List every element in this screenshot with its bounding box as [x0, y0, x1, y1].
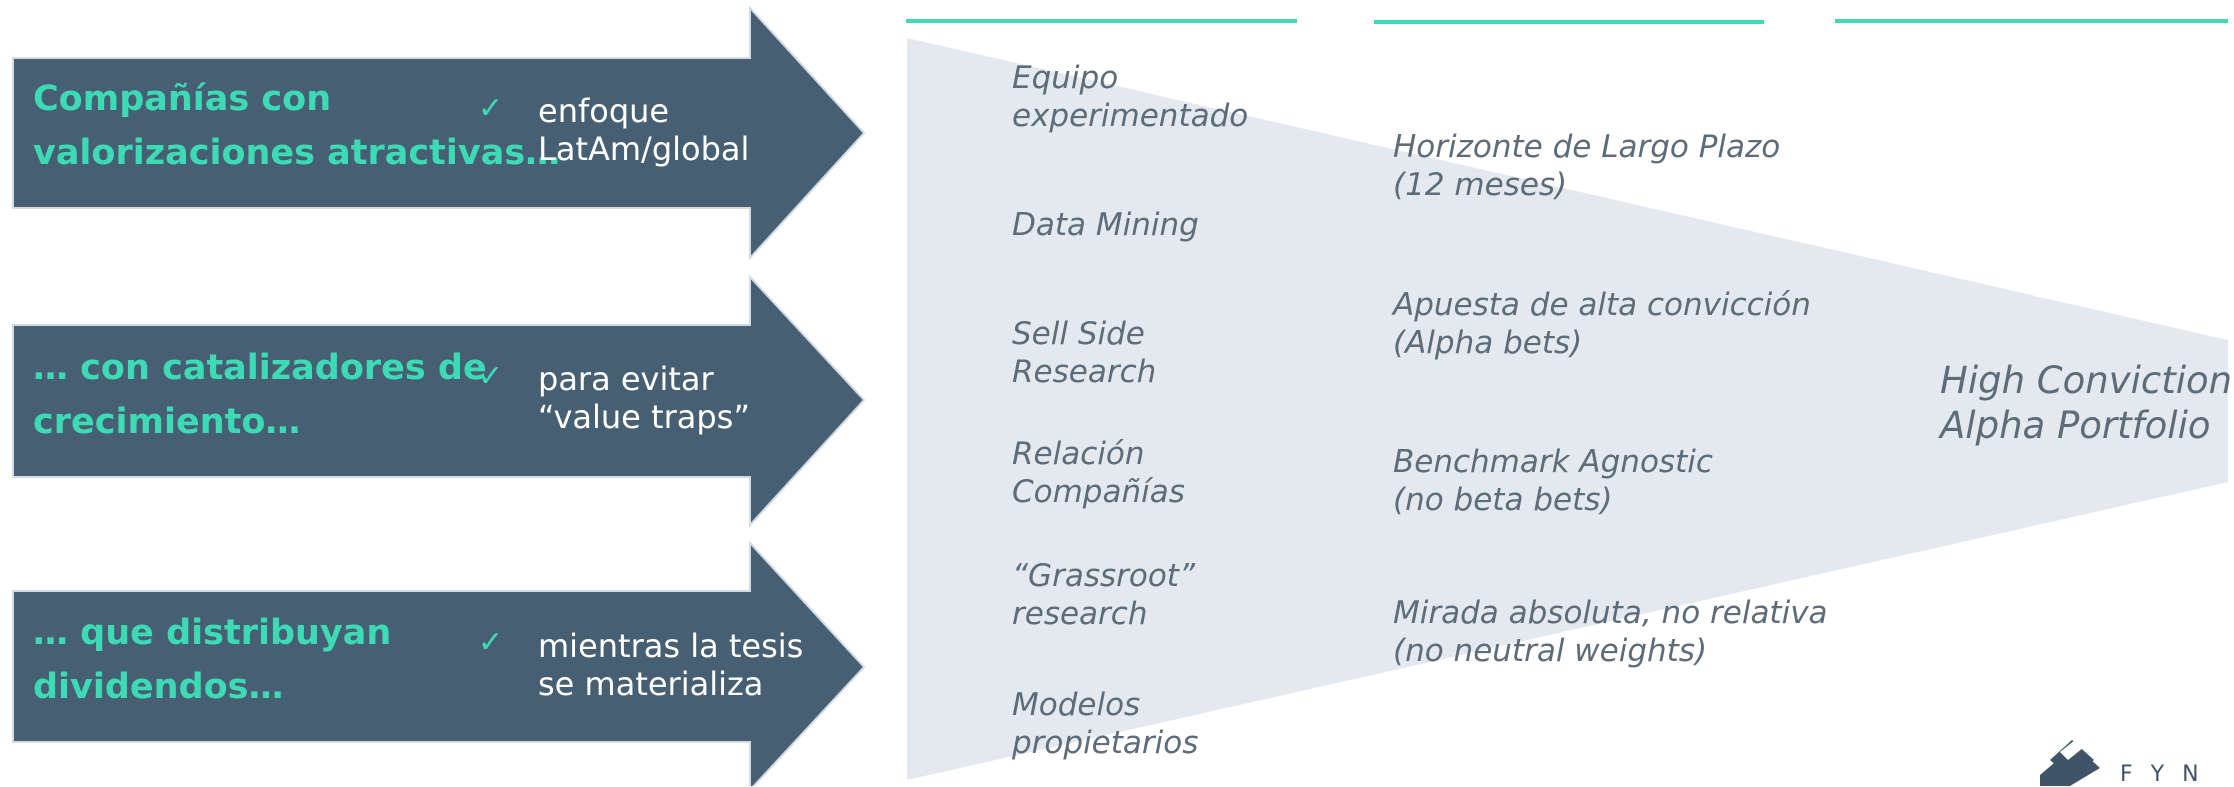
arrow-2-desc: para evitar “value traps” — [538, 360, 750, 436]
source-item: “Grassroot” research — [1012, 557, 1195, 633]
logo-text: FYN — [2120, 762, 2217, 787]
source-item-line: “Grassroot” — [1012, 558, 1196, 594]
source-item: Sell Side Research — [1012, 315, 1156, 391]
source-item: Relación Compañías — [1012, 435, 1185, 511]
principle-item-line: (Alpha bets) — [1393, 325, 1583, 361]
arrow-1-desc-line-1: enfoque — [538, 92, 670, 130]
source-item-line: Data Mining — [1012, 207, 1199, 243]
fyn-logo-icon — [2040, 736, 2100, 786]
funnel-shape — [907, 38, 2228, 780]
result-label-line-2: Alpha Portfolio — [1940, 404, 2211, 447]
arrow-3-check-icon: ✓ — [478, 625, 504, 660]
principle-item: Horizonte de Largo Plazo (12 meses) — [1393, 128, 1780, 204]
principle-item: Benchmark Agnostic (no beta bets) — [1393, 443, 1713, 519]
arrow-3-desc-line-2: se materializa — [538, 665, 764, 703]
arrow-2-desc-line-1: para evitar — [538, 360, 714, 398]
arrow-3-title: … que distribuyan dividendos… — [33, 606, 391, 714]
result-label-line-1: High Conviction — [1940, 359, 2233, 402]
source-item-line: Compañías — [1012, 474, 1185, 510]
arrow-shape-2 — [12, 274, 866, 528]
principle-item: Mirada absoluta, no relativa (no neutral… — [1393, 594, 1828, 670]
arrow-1-title-line-2: valorizaciones atractivas… — [33, 133, 561, 173]
source-item-line: Research — [1012, 354, 1157, 390]
source-item-line: Sell Side — [1012, 316, 1145, 352]
arrow-shape-1 — [12, 5, 866, 261]
result-label: High Conviction Alpha Portfolio — [1940, 358, 2232, 448]
principle-item-line: Mirada absoluta, no relativa — [1393, 595, 1828, 631]
arrow-2-desc-line-2: “value traps” — [538, 398, 750, 436]
arrow-1-title: Compañías con valorizaciones atractivas… — [33, 72, 560, 180]
arrow-3-desc-line-1: mientras la tesis — [538, 627, 804, 665]
source-item-line: research — [1012, 596, 1148, 632]
source-item-line: Equipo — [1012, 60, 1119, 96]
principle-item-line: Benchmark Agnostic — [1393, 444, 1713, 480]
principle-item-line: Horizonte de Largo Plazo — [1393, 129, 1781, 165]
arrow-1-title-line-1: Compañías con — [33, 79, 332, 119]
source-item-line: propietarios — [1012, 725, 1199, 761]
source-item-line: experimentado — [1012, 98, 1249, 134]
arrow-shape-3 — [12, 540, 866, 786]
principle-item-line: (no neutral weights) — [1393, 633, 1708, 669]
arrow-3-title-line-2: dividendos… — [33, 667, 284, 707]
source-item-line: Relación — [1012, 436, 1145, 472]
principle-item-line: (12 meses) — [1393, 167, 1568, 203]
source-item: Data Mining — [1012, 206, 1199, 244]
arrow-2-title-line-1: … con catalizadores de — [33, 348, 487, 388]
arrow-2-title-line-2: crecimiento… — [33, 402, 301, 442]
arrow-3-desc: mientras la tesis se materializa — [538, 627, 803, 703]
arrow-3-title-line-1: … que distribuyan — [33, 613, 392, 653]
principle-item-line: Apuesta de alta convicción — [1393, 287, 1811, 323]
arrow-2-check-icon: ✓ — [478, 359, 504, 394]
arrow-1-desc: enfoque LatAm/global — [538, 92, 749, 168]
arrow-1-desc-line-2: LatAm/global — [538, 130, 750, 168]
source-item-line: Modelos — [1012, 687, 1141, 723]
source-item: Modelos propietarios — [1012, 686, 1198, 762]
principle-item-line: (no beta bets) — [1393, 482, 1613, 518]
arrow-2-title: … con catalizadores de crecimiento… — [33, 341, 487, 449]
principle-item: Apuesta de alta convicción (Alpha bets) — [1393, 286, 1811, 362]
arrow-1-check-icon: ✓ — [478, 91, 504, 126]
source-item: Equipo experimentado — [1012, 59, 1248, 135]
